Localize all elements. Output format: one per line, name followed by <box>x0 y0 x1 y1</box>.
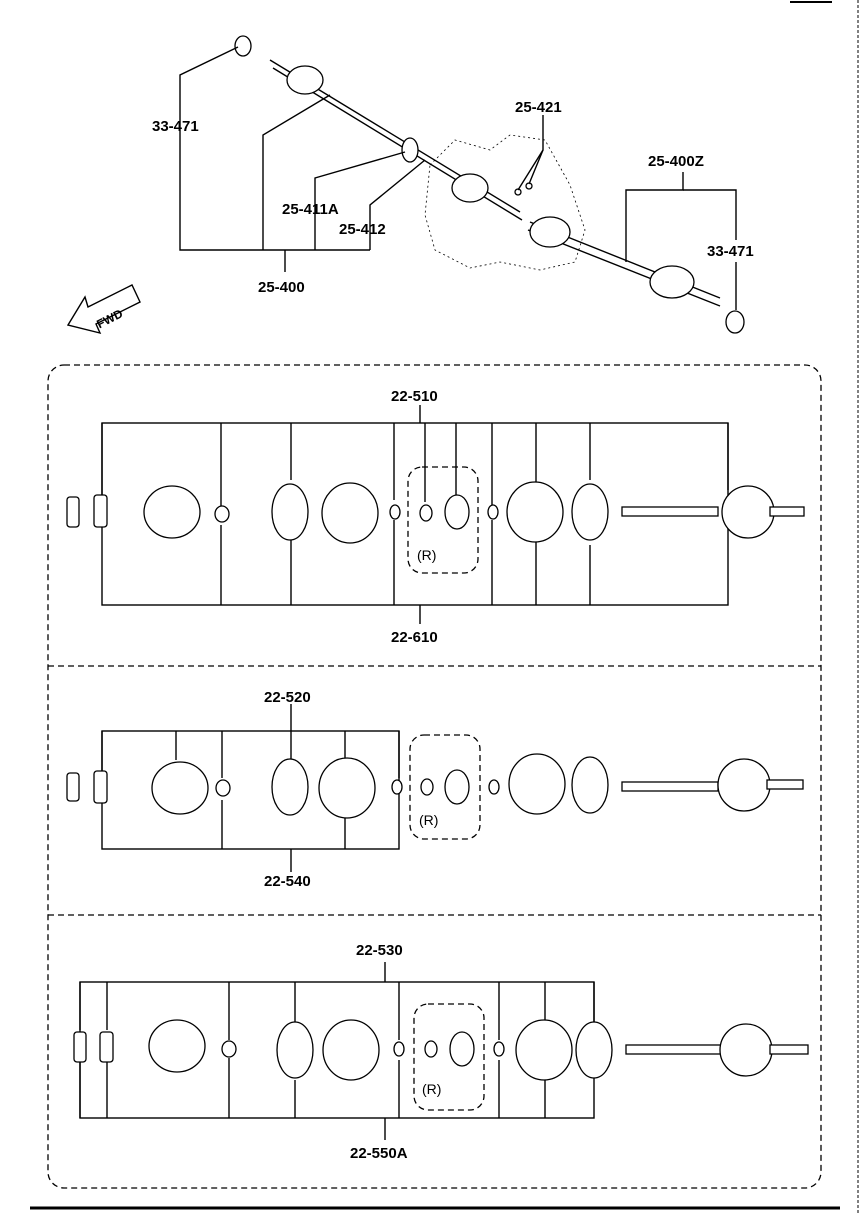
section-22-520: (R) 22-520 22-540 <box>66 689 804 890</box>
label-boot-band-right: 33-471 <box>707 243 754 260</box>
left-outer-boot <box>286 65 324 95</box>
left-inner-boot <box>451 173 489 203</box>
dust-cap-icon <box>66 496 80 528</box>
right-outer-boot <box>649 265 695 299</box>
outer-joint-icon <box>148 1019 206 1073</box>
section-22-530: (R) 22-530 22-550A <box>73 942 809 1162</box>
inner-boot-icon <box>515 1019 573 1081</box>
r-group-box <box>413 1003 485 1111</box>
plug-icon <box>93 494 108 528</box>
spring-clip-icon <box>419 504 433 522</box>
section-22-510: (R) 22-510 22-610 <box>66 388 805 646</box>
damper-ring <box>401 137 419 163</box>
label-bolt-2: 25-412 <box>339 221 386 238</box>
inner-boot-icon <box>506 481 564 543</box>
transaxle-outline <box>424 134 586 271</box>
kit-frame <box>47 364 822 1189</box>
small-clamp-icon <box>393 1041 405 1057</box>
inboard-joint-icon <box>717 758 771 812</box>
top-assembly: 33-471 25-421 25-400Z 25-411A 25-412 25-… <box>66 35 754 335</box>
fwd-arrow-icon: FWD <box>66 284 141 335</box>
right-inner-boot <box>529 216 571 248</box>
outer-joint-icon <box>151 761 209 815</box>
r-mark: (R) <box>422 1081 441 1097</box>
left-hub-nut <box>234 35 252 57</box>
snap-ring-icon <box>221 1040 237 1058</box>
label-top: 22-510 <box>391 388 438 405</box>
label-bottom: 22-540 <box>264 873 311 890</box>
r-mark: (R) <box>419 812 438 828</box>
label-inner-clip: 25-421 <box>515 99 562 116</box>
boot-band-icon <box>271 758 309 816</box>
shaft-icon <box>621 506 719 517</box>
tripod-icon <box>444 494 470 530</box>
outer-joint-icon <box>143 485 201 539</box>
inboard-joint-icon <box>719 1023 773 1077</box>
dust-cap-icon <box>66 772 80 802</box>
plug-icon <box>93 770 108 804</box>
r-group-box <box>409 734 481 840</box>
boot-band-icon <box>276 1021 314 1079</box>
boot-band-icon <box>271 483 309 541</box>
label-bolt-1: 25-411A <box>282 201 339 218</box>
small-clamp-icon <box>391 779 403 795</box>
label-shaft-left: 25-400 <box>258 279 305 296</box>
boot-icon <box>322 1019 380 1081</box>
label-top: 22-520 <box>264 689 311 706</box>
inboard-joint-icon <box>721 485 775 539</box>
tripod-icon <box>444 769 470 805</box>
label-bottom: 22-550A <box>350 1145 408 1162</box>
snap-ring-icon <box>214 505 230 523</box>
label-boot-band-left: 33-471 <box>152 118 199 135</box>
tripod-icon <box>449 1031 475 1067</box>
inner-boot-icon <box>508 753 566 815</box>
label-top: 22-530 <box>356 942 403 959</box>
small-clamp-icon <box>389 504 401 520</box>
shaft-icon <box>625 1044 723 1055</box>
shaft-icon <box>621 781 719 792</box>
label-shaft-right: 25-400Z <box>648 153 704 170</box>
boot-icon <box>321 482 379 544</box>
dust-cap-icon <box>73 1031 87 1063</box>
r-mark: (R) <box>417 547 436 563</box>
r-group-box <box>407 466 479 574</box>
plug-icon <box>99 1031 114 1063</box>
right-hub-nut <box>725 310 745 334</box>
snap-ring-icon <box>215 779 231 797</box>
label-bottom: 22-610 <box>391 629 438 646</box>
boot-icon <box>318 757 376 819</box>
